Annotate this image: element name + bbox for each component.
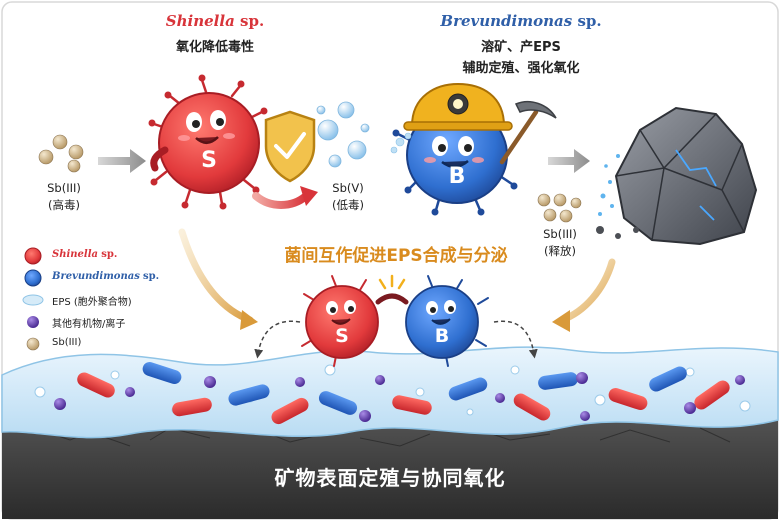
- legend-label-eps: EPS (胞外聚合物): [52, 297, 132, 308]
- shinella-role: 氧化降低毒性: [175, 40, 254, 55]
- legend-item-eps: EPS (胞外聚合物): [22, 290, 192, 312]
- sb3-left-note: (高毒): [48, 198, 80, 212]
- sb3-particles-left: [38, 134, 84, 173]
- sb3-right-label: Sb(III): [543, 227, 577, 241]
- arrow-head-gold-right: [552, 310, 570, 332]
- brevundimonas-role-line2: 辅助定殖、强化氧化: [462, 61, 580, 76]
- center-shinella-badge: S: [335, 325, 349, 347]
- biofilm-organic-particles: [54, 372, 745, 422]
- shinella-badge: S: [201, 148, 217, 173]
- legend-suffix-brevundimonas: sp.: [143, 271, 160, 282]
- legend-item-organic: 其他有机物/离子: [22, 312, 192, 334]
- brevundimonas-role-line1: 溶矿、产EPS: [481, 40, 561, 55]
- dashed-arrow-right: [493, 320, 538, 359]
- splash-left-of-b: [390, 132, 412, 154]
- center-brevundimonas-badge: B: [434, 325, 450, 347]
- pickaxe-icon: [499, 100, 557, 165]
- mineral-rock: [614, 106, 758, 246]
- shinella-name-suffix: sp.: [240, 12, 265, 30]
- dashed-arrow-left: [254, 320, 301, 359]
- arrow-head-gold-left: [240, 310, 258, 330]
- brevundimonas-name-suffix: sp.: [577, 12, 602, 30]
- hands-icon: [375, 293, 409, 305]
- legend-label-sb3: Sb(III): [52, 337, 82, 348]
- legend-suffix-shinella: sp.: [101, 249, 118, 260]
- legend-item-brevundimonas: Brevundimonas sp.: [22, 268, 192, 290]
- legend-symbols: [22, 247, 44, 351]
- high-five-sparkle-icon: [378, 274, 406, 290]
- footer-title: 矿物表面定殖与协同氧化: [274, 466, 506, 490]
- sb3-right-note: (释放): [544, 244, 576, 258]
- sb5-note: (低毒): [332, 198, 364, 212]
- shield-icon: [264, 110, 316, 183]
- shinella-name: Shinella: [165, 12, 235, 30]
- sb3-left-label: Sb(III): [47, 181, 81, 195]
- brevundimonas-title: Brevundimonas sp.: [416, 12, 626, 30]
- center-shinella-cell: [301, 275, 379, 367]
- rock-dissolution-dots: [598, 154, 620, 216]
- legend-label-brevundimonas: Brevundimonas: [52, 271, 140, 282]
- legend-label-organic: 其他有机物/离子: [52, 319, 126, 330]
- brevundimonas-badge: B: [448, 164, 466, 189]
- shinella-cell: [148, 74, 268, 210]
- legend-item-shinella: Shinella sp.: [22, 246, 192, 268]
- legend-item-sb3: Sb(III): [22, 334, 192, 356]
- biofilm-rods: [77, 361, 730, 425]
- shinella-title: Shinella sp.: [140, 12, 290, 30]
- sb5-bubbles: [316, 101, 370, 168]
- center-brevundimonas-cell: [405, 275, 489, 367]
- interaction-title: 菌间互作促进EPS合成与分泌: [284, 246, 508, 266]
- arrow-to-shinella: [98, 149, 146, 173]
- legend: Shinella sp. Brevundimonas sp. EPS (胞外聚合…: [22, 246, 192, 356]
- sb3-particles-right: [537, 193, 582, 223]
- brevundimonas-name: Brevundimonas: [440, 12, 573, 30]
- sb5-label: Sb(V): [332, 181, 364, 195]
- rock-debris: [596, 226, 639, 239]
- arrow-shinella-to-sb5: [252, 192, 310, 209]
- arrow-to-rock: [548, 149, 590, 173]
- eps-biofilm: [1, 346, 779, 439]
- legend-label-shinella: Shinella: [52, 249, 99, 260]
- brevundimonas-cell: [392, 82, 518, 216]
- arrow-head-red: [300, 186, 318, 206]
